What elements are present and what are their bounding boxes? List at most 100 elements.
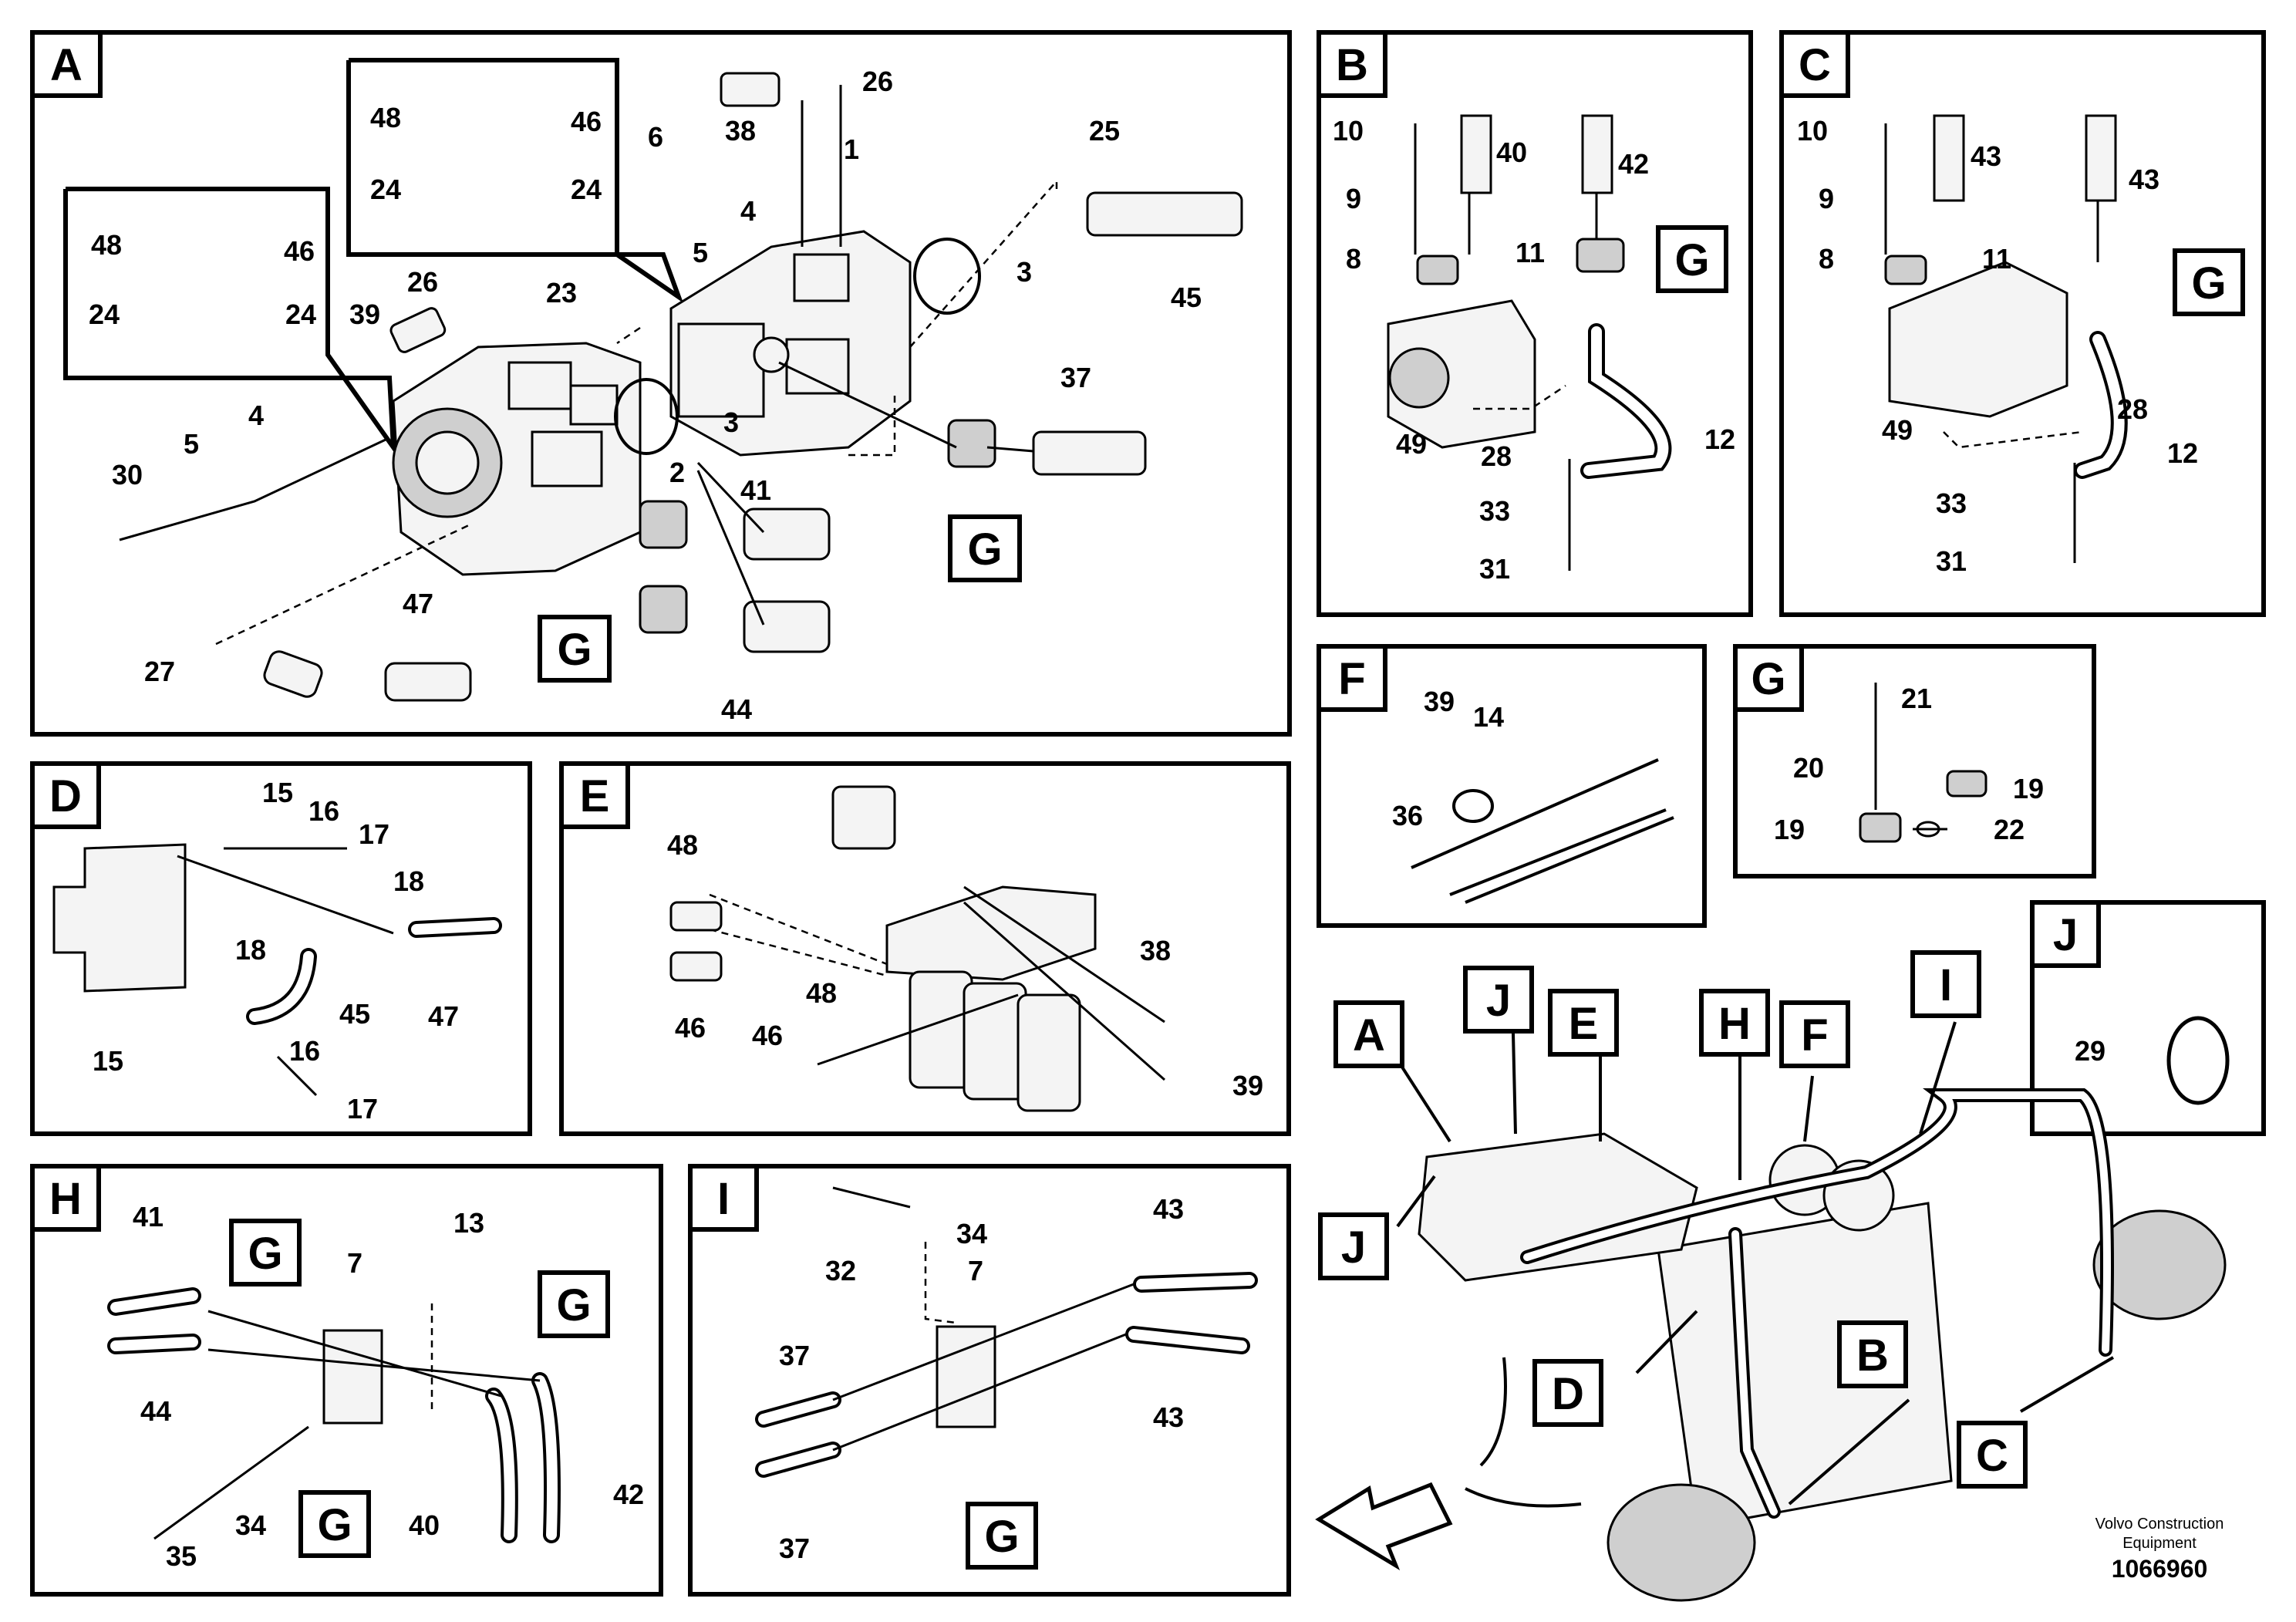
- panel-a-ref-g-2-label: G: [557, 625, 592, 675]
- svg-text:49: 49: [1882, 414, 1913, 446]
- panel-j: J 29: [2030, 900, 2266, 1136]
- block-7-h: [322, 1329, 383, 1425]
- o-ring-3-top: [913, 238, 981, 315]
- panel-d-label: D: [49, 771, 82, 821]
- panel-i-frame: [688, 1164, 1291, 1597]
- svg-text:43: 43: [1153, 1401, 1184, 1433]
- overview-callout-i: [1910, 950, 1981, 1018]
- svg-text:9: 9: [1346, 183, 1361, 214]
- svg-text:4: 4: [248, 400, 264, 431]
- svg-text:29: 29: [2075, 1035, 2106, 1067]
- hose-45: [1086, 191, 1243, 237]
- fitting-41: [743, 508, 831, 561]
- svg-text:33: 33: [1936, 487, 1967, 519]
- svg-text:27: 27: [144, 656, 175, 687]
- panel-j-tag: [2030, 900, 2101, 968]
- panel-b-label: B: [1336, 40, 1368, 90]
- flange-half-19b: [1946, 770, 1988, 798]
- svg-text:15: 15: [93, 1045, 123, 1077]
- overview-callout-j-top-label: J: [1486, 976, 1511, 1026]
- overview-callout-h-label: H: [1718, 999, 1751, 1049]
- svg-text:43: 43: [1153, 1193, 1184, 1225]
- panel-f: F 39 14 36: [1317, 644, 1707, 928]
- svg-text:11: 11: [1982, 243, 2011, 275]
- panel-b: B 10 9 8 40 42 11 12 49 28 33 31 G: [1317, 30, 1753, 617]
- panel-h-ref-g-1-label: G: [248, 1229, 282, 1279]
- wheel-hub-right: [2092, 1209, 2227, 1320]
- panel-d-tag: [30, 761, 101, 829]
- panel-d-frame: [30, 761, 532, 1136]
- overview-callouts: A J E H F I J D B C: [1318, 950, 2028, 1489]
- b-num: 10: [1333, 115, 1364, 147]
- o-ring-22: [1916, 821, 1940, 838]
- svg-text:28: 28: [2117, 393, 2148, 425]
- panel-h-frame: [30, 1164, 663, 1597]
- panel-b-ref-g: [1656, 225, 1728, 293]
- flange-8-b: [1416, 255, 1459, 285]
- hose-47: [384, 662, 472, 702]
- svg-text:7: 7: [347, 1247, 362, 1279]
- panel-a-ref-g-1: [948, 514, 1022, 582]
- svg-text:45: 45: [339, 998, 370, 1030]
- panel-h-ref-g-1: [229, 1219, 302, 1286]
- svg-text:1: 1: [844, 133, 859, 165]
- svg-text:39: 39: [1424, 686, 1455, 717]
- panel-e: E 48 46 46 48 38 39: [559, 761, 1291, 1136]
- panel-c-tag: [1779, 30, 1850, 98]
- cable-tie-29: [2166, 1016, 2230, 1105]
- panel-i-ref-g: [966, 1502, 1038, 1570]
- panel-b-tag: [1317, 30, 1387, 98]
- hose-43-c1: [1933, 114, 1965, 202]
- svg-text:43: 43: [1971, 140, 2001, 172]
- valve-block-d: [52, 843, 187, 993]
- svg-text:23: 23: [546, 277, 577, 309]
- svg-text:3: 3: [723, 406, 739, 438]
- svg-text:19: 19: [2013, 773, 2044, 804]
- svg-text:30: 30: [112, 459, 143, 491]
- overview-callout-d-label: D: [1552, 1369, 1584, 1419]
- svg-text:34: 34: [956, 1218, 987, 1249]
- filter-2: [963, 982, 1027, 1101]
- hose-37: [1032, 430, 1147, 476]
- panel-i-label: I: [717, 1174, 730, 1224]
- overview-callout-d: [1532, 1359, 1603, 1427]
- overview-callout-h: [1699, 989, 1770, 1057]
- svg-text:9: 9: [1819, 183, 1834, 214]
- overview-callout-j-top: [1463, 966, 1534, 1034]
- fitting-39: [389, 307, 447, 353]
- flange-8-c: [1884, 255, 1927, 285]
- svg-text:3: 3: [1017, 256, 1032, 288]
- overview-callout-j-left: [1318, 1212, 1389, 1280]
- svg-text:41: 41: [740, 474, 771, 506]
- overview-callout-c: [1957, 1421, 2028, 1489]
- fitting-48-e: [669, 901, 723, 932]
- svg-text:25: 25: [1089, 115, 1120, 147]
- svg-text:48: 48: [667, 829, 698, 861]
- wheel-hub-left: [1607, 1483, 1756, 1602]
- svg-text:5: 5: [693, 237, 708, 268]
- hydraulic-pump-1: [669, 230, 912, 457]
- svg-text:19: 19: [1774, 814, 1805, 845]
- svg-text:26: 26: [407, 266, 438, 298]
- panel-g-frame: [1733, 644, 2096, 878]
- svg-text:48: 48: [91, 229, 122, 261]
- panel-e-label: E: [580, 771, 610, 821]
- svg-text:45: 45: [1171, 282, 1202, 313]
- panel-e-frame: [559, 761, 1291, 1136]
- clamp-14: [1452, 789, 1494, 823]
- manifold-e: [885, 885, 1097, 981]
- svg-text:38: 38: [725, 115, 756, 147]
- panel-h-ref-g-3: [298, 1490, 371, 1558]
- svg-text:39: 39: [1232, 1070, 1263, 1101]
- pump-assembly-overview: [1418, 1132, 1698, 1282]
- svg-text:48: 48: [806, 977, 837, 1009]
- fitting-46-e: [669, 951, 723, 982]
- panel-c-ref-g: [2173, 248, 2245, 316]
- panel-e-tag: [559, 761, 630, 829]
- panel-f-label: F: [1338, 654, 1365, 704]
- svg-text:47: 47: [428, 1000, 459, 1032]
- motor-49: [1387, 299, 1536, 449]
- hydraulic-pump-2: [392, 342, 642, 576]
- svg-text:40: 40: [409, 1509, 440, 1541]
